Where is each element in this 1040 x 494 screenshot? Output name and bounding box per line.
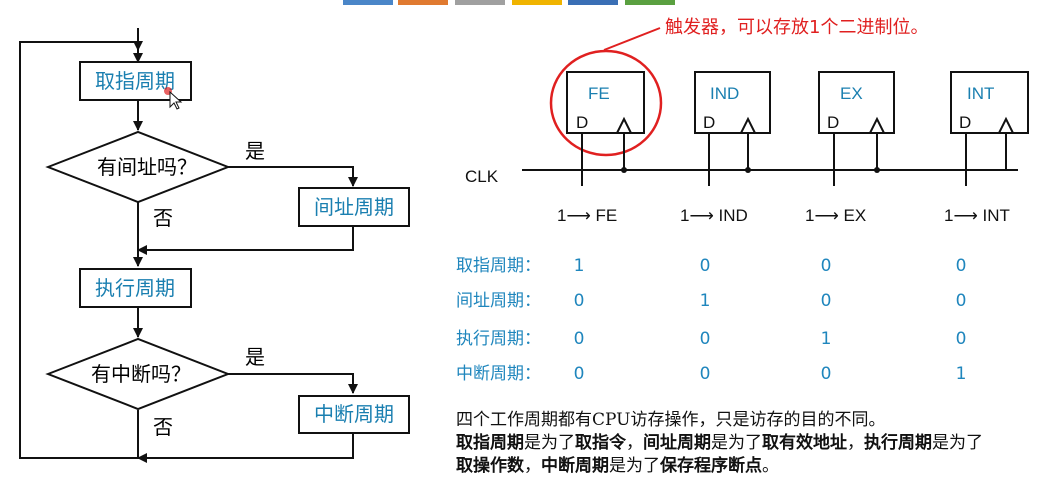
cell-value: 0 — [956, 329, 967, 349]
interrupt-no-label: 否 — [153, 415, 173, 439]
interrupt-yes-label: 是 — [245, 345, 265, 369]
table-row: 间址周期： 0 1 0 0 — [456, 291, 966, 311]
flipflop-int: INT D — [950, 71, 1029, 186]
interrupt-decision: 有中断吗？ — [45, 337, 231, 411]
note-text: 是为了 — [711, 433, 762, 453]
cell-value: 0 — [821, 291, 832, 311]
flipflop-int-name: INT — [967, 84, 994, 103]
table-row: 中断周期： 0 0 0 1 — [456, 364, 966, 384]
mouse-cursor-icon — [164, 87, 183, 110]
cell-value: 0 — [956, 256, 967, 276]
note-text: ， — [524, 456, 541, 476]
indirect-decision: 有间址吗？ — [45, 130, 231, 204]
set-int-label: 1⟶ INT — [944, 206, 1010, 225]
toolbar-button-2[interactable] — [398, 0, 448, 5]
execute-label: 执行周期 — [95, 276, 175, 300]
flipflop-ind-d: D — [703, 113, 715, 132]
clk-label: CLK — [465, 167, 499, 186]
clock-triangle-icon — [740, 116, 756, 134]
indirect-question: 有间址吗？ — [97, 155, 197, 179]
toolbar-button-3[interactable] — [455, 0, 505, 5]
note-text: 是为了 — [932, 433, 983, 453]
note-fetch: 取指周期 — [456, 433, 524, 453]
flipflop-ex: EX D — [818, 71, 895, 186]
flipflop-ind: IND D — [694, 71, 771, 186]
note-text: ， — [626, 433, 643, 453]
cell-value: 1 — [700, 291, 711, 311]
set-ind-label: 1⟶ IND — [680, 206, 748, 225]
cell-value: 0 — [821, 256, 832, 276]
cell-value: 0 — [700, 329, 711, 349]
flipflop-fe: FE D — [566, 71, 645, 186]
cell-value: 0 — [956, 291, 967, 311]
note-indirect-purpose: 取有效地址 — [762, 433, 847, 453]
clock-triangle-icon — [616, 116, 632, 134]
clock-triangle-icon — [869, 116, 885, 134]
flipflop-ex-name: EX — [840, 84, 863, 103]
flipflop-fe-name: FE — [588, 84, 610, 103]
flipflop-ind-name: IND — [710, 84, 739, 103]
note-execute-purpose: 取操作数 — [456, 456, 524, 476]
clock-triangle-icon — [998, 116, 1014, 134]
note-interrupt-purpose: 保存程序断点 — [660, 456, 762, 476]
cell-value: 0 — [574, 291, 585, 311]
execute-box[interactable]: 执行周期 — [79, 268, 192, 308]
state-table: 取指周期： 1 0 0 0 间址周期： 0 1 0 0 执行周期： 0 0 1 … — [456, 256, 966, 384]
annotation-text: 触发器，可以存放1个二进制位。 — [665, 17, 928, 38]
cell-value: 1 — [821, 329, 832, 349]
indirect-box[interactable]: 间址周期 — [298, 187, 410, 227]
fetch-box[interactable]: 取指周期 — [79, 61, 192, 101]
cell-value: 0 — [574, 364, 585, 384]
row-label: 中断周期： — [456, 364, 541, 384]
cell-value: 0 — [700, 256, 711, 276]
set-fe-label: 1⟶ FE — [557, 206, 617, 225]
highlight-circle — [549, 49, 663, 157]
indirect-label: 间址周期 — [314, 195, 394, 219]
cell-value: 1 — [956, 364, 967, 384]
toolbar-button-6[interactable] — [625, 0, 675, 5]
toolbar-button-4[interactable] — [512, 0, 562, 5]
table-row: 取指周期： 1 0 0 0 — [456, 256, 966, 276]
row-label: 间址周期： — [456, 291, 541, 311]
cell-value: 1 — [574, 256, 585, 276]
note-execute: 执行周期 — [864, 433, 932, 453]
indirect-no-label: 否 — [153, 206, 173, 230]
row-label: 执行周期： — [456, 329, 541, 349]
cell-value: 0 — [700, 364, 711, 384]
annotation: 触发器，可以存放1个二进制位。 — [549, 17, 928, 157]
flipflop-int-d: D — [959, 113, 971, 132]
cell-value: 0 — [574, 329, 585, 349]
note-text: 是为了 — [524, 433, 575, 453]
toolbar-button-1[interactable] — [343, 0, 393, 5]
note-line-1: 四个工作周期都有CPU访存操作，只是访存的目的不同。 — [456, 410, 886, 430]
table-row: 执行周期： 0 0 1 0 — [456, 329, 966, 349]
interrupt-question: 有中断吗？ — [91, 362, 191, 386]
fetch-label: 取指周期 — [95, 69, 175, 93]
flowchart — [19, 28, 358, 463]
note-interrupt: 中断周期 — [541, 456, 609, 476]
flipflop-ex-d: D — [827, 113, 839, 132]
flipflop-fe-d: D — [576, 113, 588, 132]
indirect-yes-label: 是 — [245, 139, 265, 163]
note-fetch-purpose: 取指令 — [575, 433, 626, 453]
toolbar-button-5[interactable] — [568, 0, 618, 5]
explanation-note: 四个工作周期都有CPU访存操作，只是访存的目的不同。 取指周期是为了取指令，间址… — [456, 409, 996, 478]
note-indirect: 间址周期 — [643, 433, 711, 453]
set-ex-label: 1⟶ EX — [805, 206, 866, 225]
row-label: 取指周期： — [456, 256, 541, 276]
interrupt-box[interactable]: 中断周期 — [298, 395, 410, 434]
note-body: 取指周期是为了取指令，间址周期是为了取有效地址，执行周期是为了取操作数，中断周期… — [456, 432, 996, 478]
note-text: 。 — [762, 456, 779, 476]
cell-value: 0 — [821, 364, 832, 384]
note-text: ， — [847, 433, 864, 453]
interrupt-label: 中断周期 — [314, 402, 394, 426]
note-text: 是为了 — [609, 456, 660, 476]
